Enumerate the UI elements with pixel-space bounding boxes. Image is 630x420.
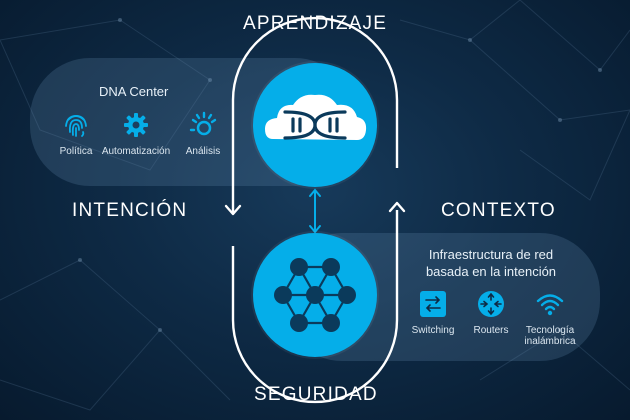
network-mesh-circle (253, 233, 377, 357)
fingerprint-icon (65, 115, 87, 137)
feature-label: Análisis (185, 146, 221, 157)
feature-politica: Política (36, 110, 116, 157)
switch-icon (420, 291, 446, 317)
wifi-icon (536, 294, 564, 316)
infrastructure-title-line1: Infraestructura de red (428, 247, 554, 262)
infrastructure-title: Infraestructura de red basada en la inte… (406, 246, 576, 280)
gear-icon (124, 113, 148, 137)
analytics-sun-icon (189, 111, 217, 136)
label-contexto: CONTEXTO (441, 200, 556, 221)
item-routers: Routers (451, 289, 531, 336)
item-label: Tecnología inalámbrica (510, 325, 590, 347)
item-label: Routers (473, 325, 509, 336)
dna-cloud-icon (265, 94, 367, 140)
label-seguridad: SEGURIDAD (254, 384, 378, 405)
label-aprendizaje: APRENDIZAJE (243, 13, 388, 34)
feature-label: Política (59, 146, 93, 157)
router-icon (478, 291, 504, 317)
network-mesh-icon (274, 258, 356, 332)
item-switching: Switching (393, 289, 473, 336)
feature-label: Automatización (101, 146, 171, 157)
dna-cloud-circle (253, 63, 377, 187)
item-label: Switching (411, 325, 455, 336)
item-label-line1: Tecnología (525, 325, 575, 336)
infrastructure-title-line2: basada en la intención (425, 264, 557, 279)
item-tecnologia-inalambrica: Tecnología inalámbrica (510, 289, 590, 347)
feature-automatizacion: Automatización (96, 110, 176, 157)
feature-analisis: Análisis (163, 110, 243, 157)
dna-center-title: DNA Center (99, 84, 169, 99)
label-intencion: INTENCIÓN (72, 200, 188, 221)
item-label-line2: inalámbrica (524, 336, 576, 347)
